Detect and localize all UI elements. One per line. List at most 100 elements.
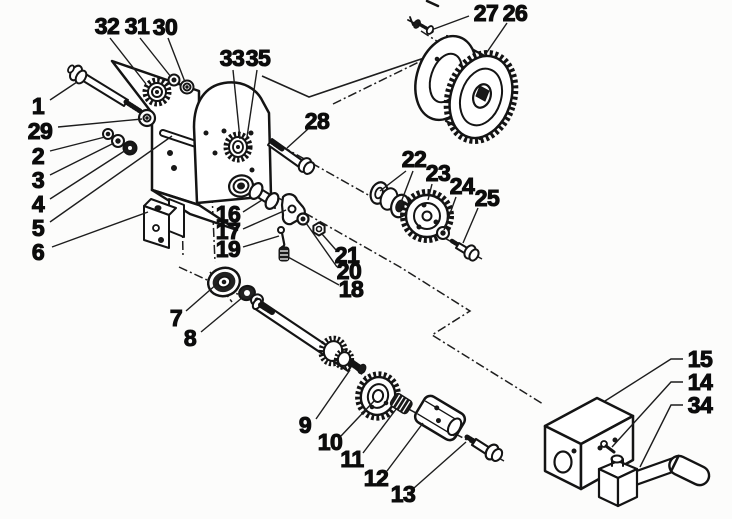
crank-handle-34 — [597, 454, 711, 508]
part-label-28: 28 — [305, 108, 330, 134]
part-label-6: 6 — [32, 239, 44, 265]
part-label-18: 18 — [339, 276, 364, 302]
part-label-1: 1 — [32, 93, 45, 119]
leader-line-9 — [315, 369, 351, 420]
leader-line-7 — [185, 282, 219, 312]
leader-line-19 — [242, 235, 280, 248]
roller-16 — [248, 182, 280, 210]
part-label-17: 17 — [216, 218, 241, 244]
leader-line-15 — [604, 358, 683, 402]
leader-line-28 — [286, 128, 309, 149]
leader-line-11 — [362, 407, 398, 454]
part-label-27: 27 — [474, 0, 499, 26]
ratchet-gear-32 — [142, 77, 172, 107]
leader-line-23 — [427, 183, 433, 201]
leader-line-31 — [139, 37, 172, 78]
plate-gear-33-35 — [223, 131, 253, 163]
leader-line-12 — [386, 422, 424, 472]
part-label-25: 25 — [475, 185, 500, 211]
part-label-21: 21 — [335, 242, 360, 268]
washer-29 — [137, 108, 157, 128]
nut-21 — [312, 221, 326, 237]
spring-18 — [278, 246, 290, 262]
leader-line-14 — [611, 381, 683, 448]
leader-line-21 — [321, 233, 337, 251]
leader-line-2 — [49, 136, 106, 152]
part-label-4: 4 — [32, 191, 45, 217]
part-label-13: 13 — [391, 481, 416, 507]
part-label-20: 20 — [337, 258, 362, 284]
part-label-32: 32 — [95, 13, 120, 39]
bolt-28 — [267, 138, 316, 175]
leader-line-16 — [242, 199, 263, 213]
main-gear-23 — [400, 189, 454, 243]
part-label-9: 9 — [299, 412, 311, 438]
part-label-35: 35 — [246, 45, 271, 71]
leader-line-24 — [443, 196, 457, 231]
leader-line-22 — [399, 170, 414, 206]
part-label-11: 11 — [340, 446, 364, 472]
leader-line-25 — [462, 207, 479, 244]
leader-line-1 — [49, 81, 78, 101]
leader-line-5 — [49, 135, 173, 223]
bolt-13 — [464, 434, 504, 463]
bolt-1 — [67, 64, 143, 114]
leader-line-26 — [484, 22, 508, 56]
part-label-22: 22 — [402, 146, 427, 172]
leader-line-10 — [340, 399, 376, 437]
part-label-16: 16 — [216, 201, 241, 227]
washer-2 — [102, 128, 114, 140]
housing-15 — [543, 396, 635, 491]
part-label-31: 31 — [125, 13, 150, 39]
washer-20 — [296, 212, 310, 226]
leader-line-13 — [413, 441, 467, 489]
part-label-33: 33 — [220, 45, 245, 71]
part-label-14: 14 — [688, 369, 713, 395]
part-label-8: 8 — [184, 325, 197, 351]
bushing-30 — [179, 79, 195, 95]
leader-line-32 — [109, 37, 147, 85]
leader-line-18 — [287, 256, 340, 286]
bushing-4 — [122, 140, 138, 156]
part-label-29: 29 — [28, 118, 53, 144]
part-label-34: 34 — [688, 392, 713, 418]
leader-line-27 — [433, 15, 470, 30]
leader-line-20 — [305, 222, 338, 268]
part-label-15: 15 — [688, 346, 713, 372]
leader-line-30 — [167, 37, 186, 83]
leader-line-22 — [379, 170, 407, 192]
leader-line-33 — [232, 69, 241, 140]
part-label-12: 12 — [364, 465, 389, 491]
leader-line-34 — [639, 404, 683, 468]
part-label-24: 24 — [450, 173, 475, 199]
part-label-26: 26 — [503, 0, 528, 26]
frame-bearing — [227, 174, 255, 198]
leader-line-3 — [49, 142, 115, 176]
bracket-6 — [143, 198, 185, 249]
part-label-23: 23 — [426, 160, 451, 186]
part-label-2: 2 — [32, 143, 44, 169]
cable-drum-26 — [414, 34, 519, 144]
part-label-7: 7 — [170, 305, 182, 331]
part-label-19: 19 — [216, 236, 241, 262]
leader-line-29 — [57, 118, 143, 128]
bolt-27 — [407, 0, 440, 35]
leader-line-35 — [246, 69, 258, 138]
coupler-12 — [413, 394, 467, 442]
part-label-3: 3 — [32, 167, 44, 193]
leader-line-6 — [51, 211, 149, 248]
screw-14 — [600, 440, 616, 454]
part-label-5: 5 — [32, 215, 45, 241]
part-label-10: 10 — [318, 429, 343, 455]
bolt-25 — [449, 238, 480, 262]
pin-19 — [277, 226, 286, 249]
leader-line-8 — [200, 296, 244, 333]
drive-shaft-9 — [251, 297, 367, 375]
leader-line-17 — [242, 209, 287, 230]
leader-line-4 — [49, 149, 127, 200]
bearing-set-22 — [369, 181, 411, 219]
washer-3 — [111, 134, 125, 148]
